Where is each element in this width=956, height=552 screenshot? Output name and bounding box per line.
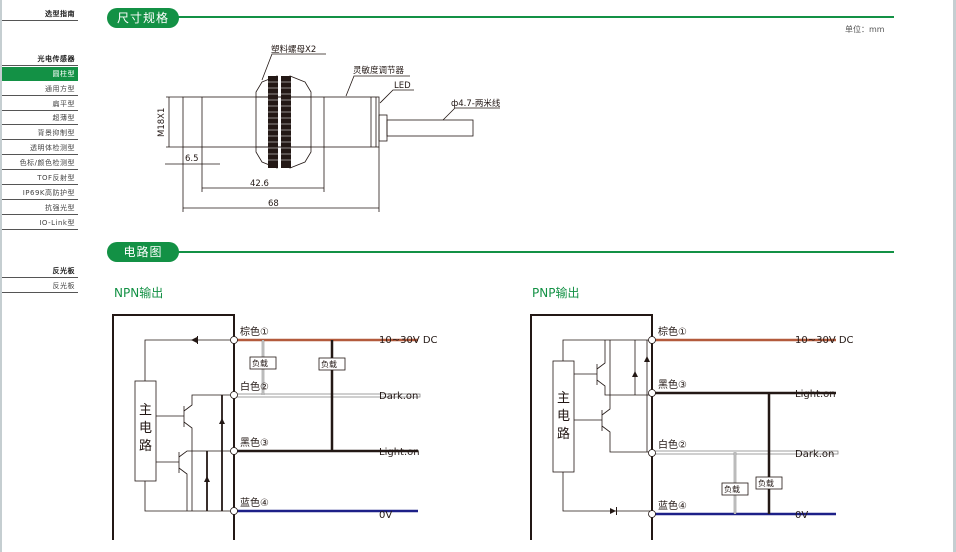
main-circuit-label: 电 (557, 409, 570, 424)
label-sensitivity: 灵敏度调节器 (353, 65, 405, 76)
wire-label-white: 白色② (240, 380, 269, 393)
wire-label-brown: 棕色① (240, 325, 269, 338)
load-box-pnp-2 (755, 476, 783, 490)
main-circuit-label: 路 (139, 438, 152, 454)
cable-gland (378, 114, 388, 142)
sidebar-header-photoelectric[interactable]: 光电传感器 (2, 52, 78, 66)
sidebar-item-ultra-thin[interactable]: 超薄型 (2, 111, 78, 125)
sidebar-header-reflector[interactable]: 反光板 (2, 264, 78, 278)
signal-label: Dark.on (379, 391, 418, 402)
signal-label: 0V (379, 510, 392, 521)
wire-label-black: 黑色③ (240, 436, 269, 449)
wire-label-blue: 蓝色④ (658, 499, 687, 512)
load-label: 负载 (321, 359, 337, 369)
npn-title: NPN输出 (114, 286, 164, 300)
signal-label: Light.on (795, 389, 836, 400)
signal-label: 0V (795, 510, 808, 521)
pnp-title: PNP输出 (532, 286, 580, 300)
load-label: 负载 (758, 478, 774, 488)
sidebar-item-general-square[interactable]: 通用方型 (2, 82, 78, 96)
main-circuit-label: 主 (139, 403, 152, 418)
nut-right (289, 75, 312, 169)
label-led: LED (394, 81, 411, 91)
sidebar-item-io-link[interactable]: IO-Link型 (2, 216, 78, 230)
sidebar-item-anti-light[interactable]: 抗强光型 (2, 201, 78, 215)
load-label: 负载 (252, 358, 268, 368)
load-box-npn-2 (318, 357, 346, 371)
signal-label: Dark.on (795, 449, 834, 460)
main-circuit-label: 主 (557, 391, 570, 406)
sidebar-item-flat[interactable]: 扁平型 (2, 97, 78, 111)
wire-label-brown: 棕色① (658, 325, 687, 338)
pnp-circuit-diagram: 负载 负载 主 电 路 棕色① 黑色③ 白色② 蓝色④ 10~30V DC Li… (530, 314, 854, 540)
section-title-circuit: 电路图 (107, 242, 179, 262)
wire-label-blue: 蓝色④ (240, 496, 269, 509)
sidebar-item-transparent-detection[interactable]: 透明体检测型 (2, 141, 78, 155)
left-border (0, 0, 2, 552)
npn-circuit-diagram: 负载 负载 主 电 路 棕色① 白色② 黑色③ 蓝色④ 10~30V DC Da… (112, 314, 438, 540)
section-title-dimensions: 尺寸规格 (107, 8, 179, 28)
sidebar-item-color-mark[interactable]: 色标/颜色检测型 (2, 156, 78, 170)
main-circuit-label: 电 (139, 421, 152, 436)
main-circuit-label: 路 (557, 426, 570, 442)
signal-label: Light.on (379, 447, 420, 458)
dim-68: 68 (268, 199, 279, 209)
scrollbar-track[interactable] (953, 0, 956, 552)
dim-42-6: 42.6 (250, 179, 269, 189)
dim-6-5: 6.5 (185, 154, 199, 164)
sidebar-item-background-suppression[interactable]: 背景抑制型 (2, 126, 78, 140)
label-nut: 塑料螺母X2 (271, 44, 316, 55)
sidebar-item-tof[interactable]: TOF反射型 (2, 171, 78, 185)
load-label: 负载 (724, 484, 740, 494)
label-thread: M18X1 (157, 108, 167, 137)
sidebar-item-ip69k[interactable]: IP69K高防护型 (2, 186, 78, 200)
sidebar-header-selection-guide[interactable]: 选型指南 (2, 7, 78, 21)
cable (386, 119, 474, 137)
sidebar-item-reflector[interactable]: 反光板 (2, 279, 78, 293)
dimension-drawing: 塑料螺母X2 灵敏度调节器 LED ф4.7-两米线 M18X1 6.5 42.… (157, 44, 500, 212)
wire-label-white: 白色② (658, 438, 687, 451)
signal-label: 10~30V DC (379, 335, 438, 346)
wire-label-black: 黑色③ (658, 378, 687, 391)
unit-label: 单位：mm (845, 25, 885, 34)
signal-label: 10~30V DC (795, 335, 854, 346)
load-box-pnp-1 (721, 482, 749, 496)
section-divider (178, 251, 894, 253)
sidebar-item-cylindrical[interactable]: 圆柱型 (2, 67, 78, 81)
load-box-npn-1 (249, 356, 277, 370)
label-cable: ф4.7-两米线 (451, 98, 500, 109)
section-divider (178, 16, 894, 18)
